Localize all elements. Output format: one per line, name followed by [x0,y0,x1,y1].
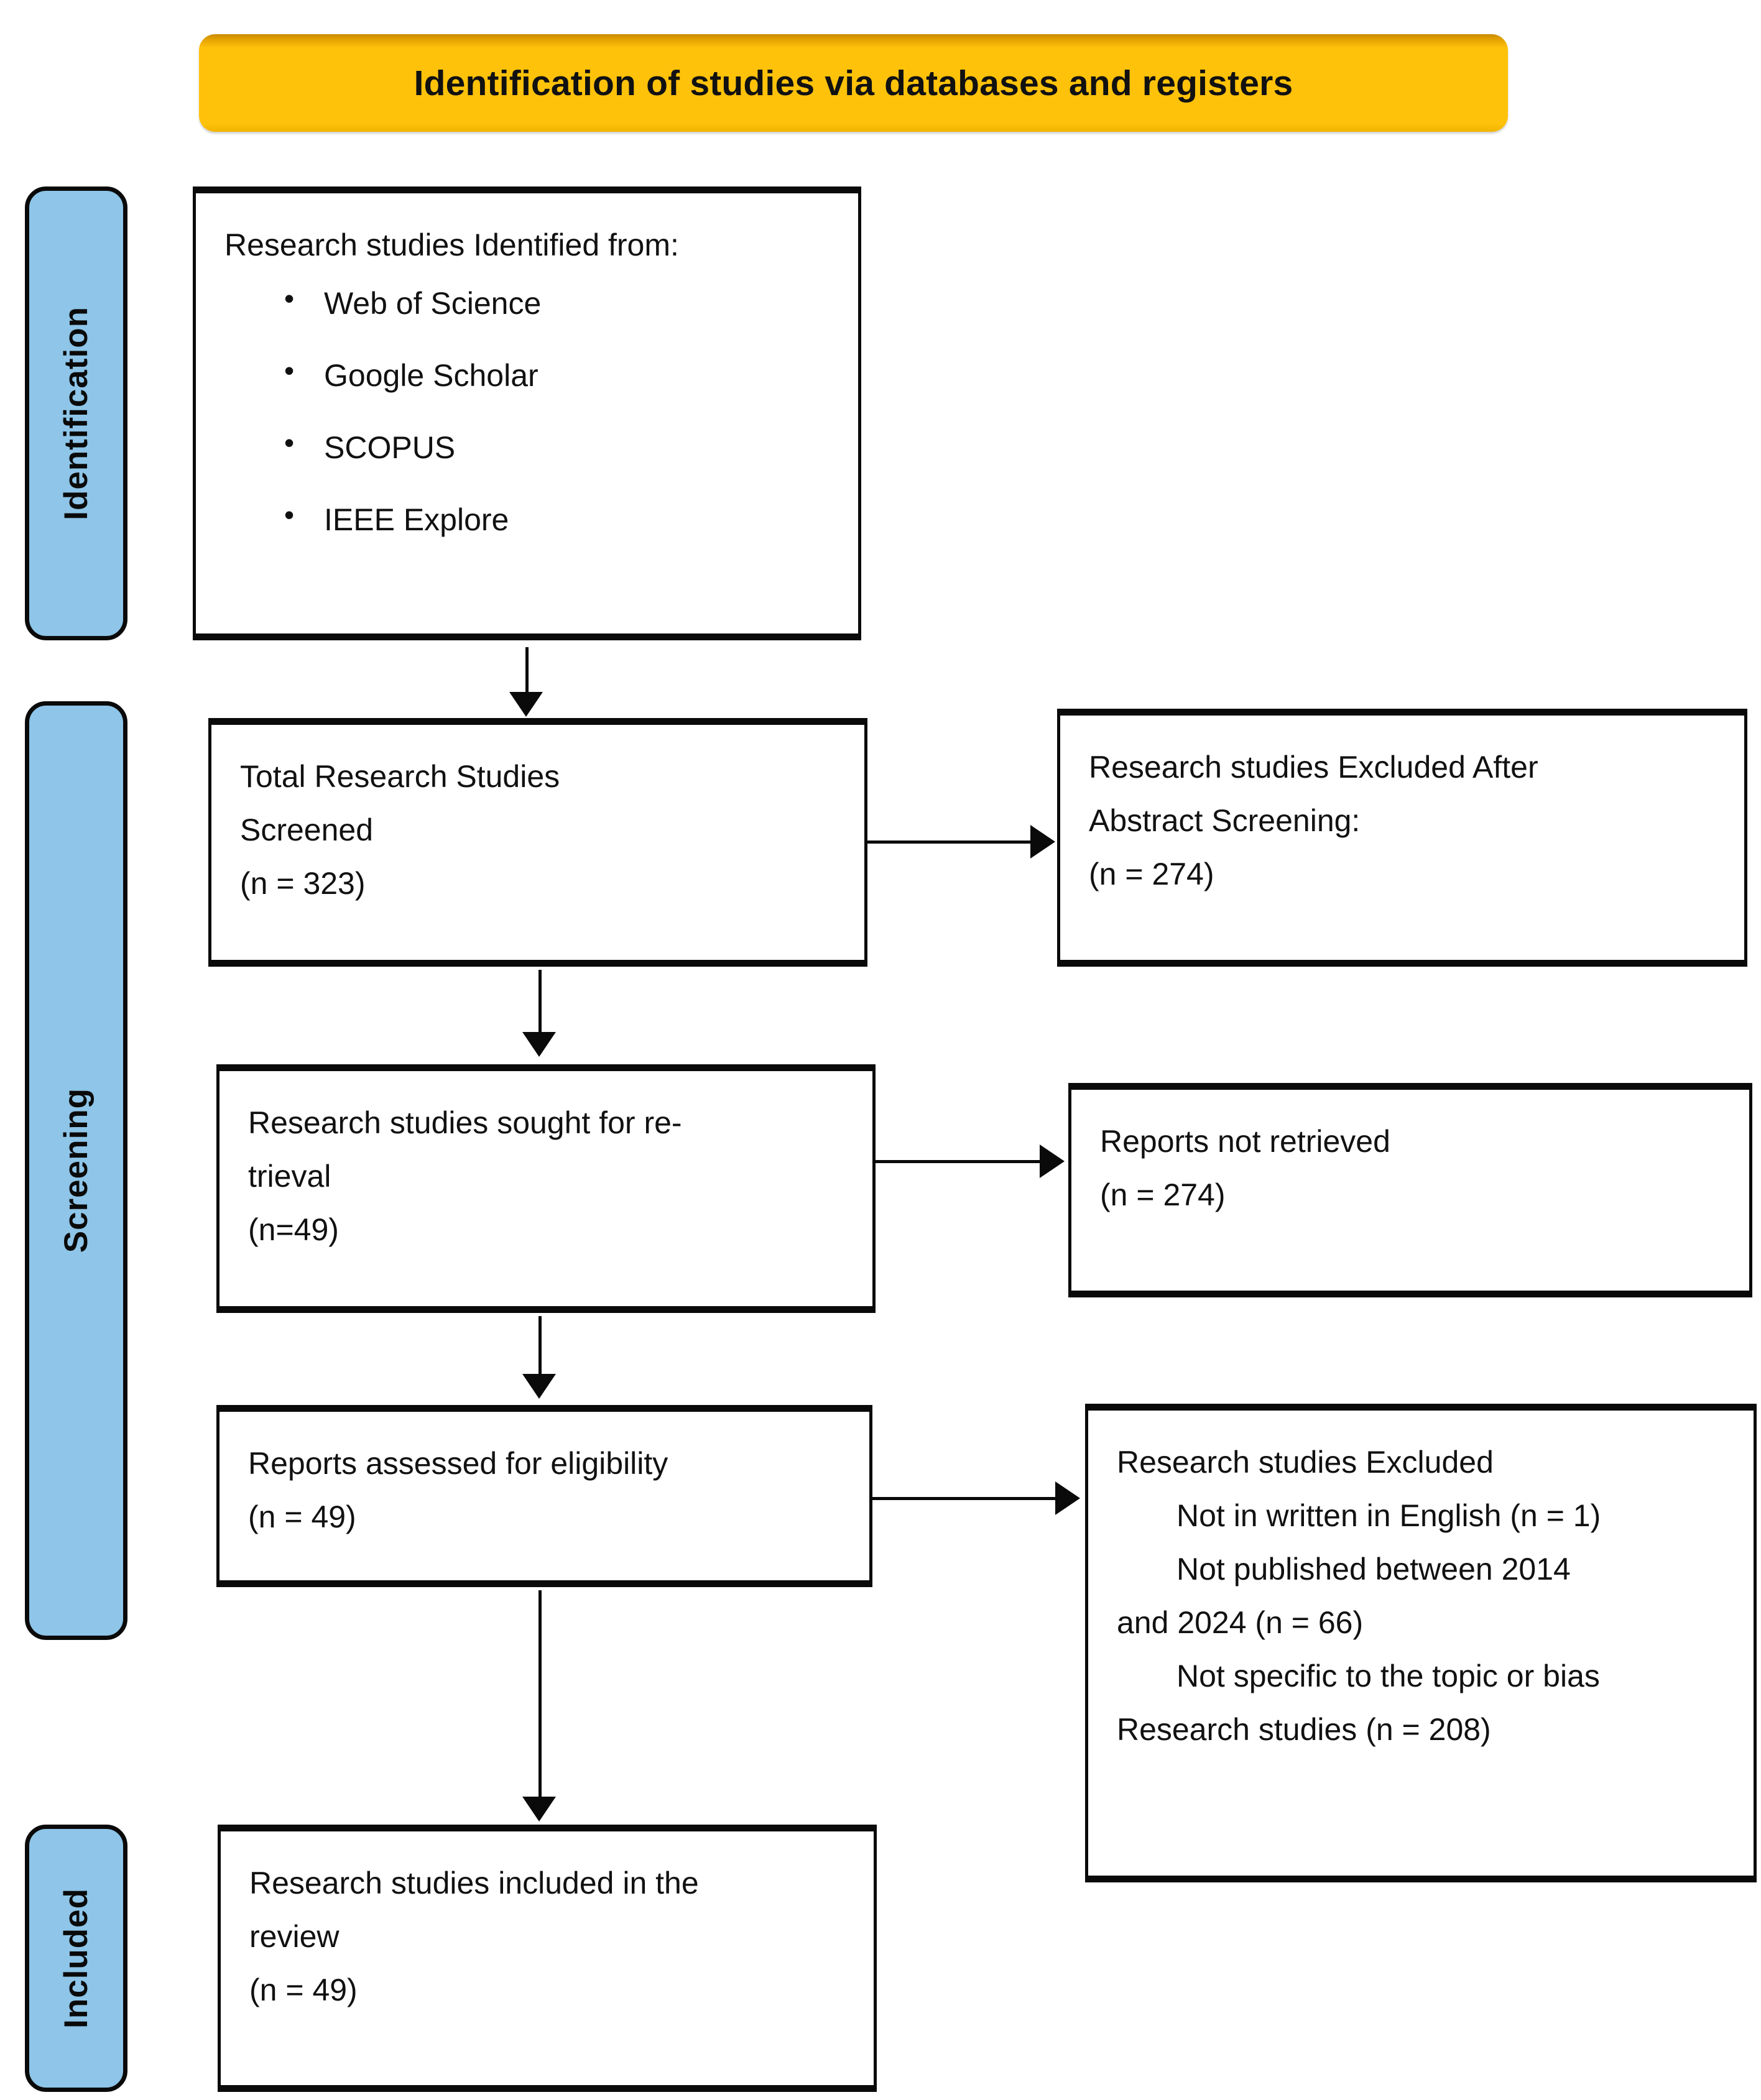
sought-line-2: trieval [248,1159,331,1194]
list-item: IEEE Explore [224,500,830,535]
excluded-abstract-line-2: Abstract Screening: [1089,803,1361,838]
box-total-studies-screened: Total Research Studies Screened (n = 323… [208,718,867,967]
list-item: SCOPUS [224,428,830,463]
diagram-title-banner: Identification of studies via databases … [199,34,1508,132]
box-studies-sought-for-retrieval: Research studies sought for re- trieval … [216,1064,876,1313]
phase-label-included-text: Included [58,1888,95,2029]
box-studies-identified-from: Research studies Identified from: Web of… [193,187,861,640]
phase-label-screening-text: Screening [58,1088,95,1253]
sources-heading: Research studies Identified from: [224,228,679,262]
sought-count: (n=49) [248,1212,339,1247]
screened-count: (n = 323) [240,866,366,901]
box-research-studies-excluded-reasons: Research studies Excluded Not in written… [1085,1404,1757,1882]
excluded-reason-not-published-line-2: and 2024 (n = 66) [1117,1605,1364,1640]
excluded-reason-not-specific-line-2: Research studies (n = 208) [1117,1712,1491,1747]
included-line-2: review [249,1919,340,1954]
box-reports-assessed-for-eligibility: Reports assessed for eligibility (n = 49… [216,1405,872,1587]
screened-line-2: Screened [240,813,374,847]
eligibility-count: (n = 49) [248,1499,356,1534]
excluded-abstract-line-1: Research studies Excluded After [1089,750,1538,785]
included-line-1: Research studies included in the [249,1866,699,1900]
phase-label-screening: Screening [25,701,127,1640]
excluded-reason-not-specific-line-1: Not specific to the topic or bias [1176,1659,1600,1693]
not-retrieved-count: (n = 274) [1100,1177,1226,1212]
excluded-reasons-heading: Research studies Excluded [1117,1445,1494,1480]
screened-line-1: Total Research Studies [240,759,560,794]
excluded-reason-not-english: Not in written in English (n = 1) [1176,1498,1601,1533]
diagram-title: Identification of studies via databases … [414,63,1293,103]
not-retrieved-line-1: Reports not retrieved [1100,1124,1390,1159]
sources-list: Web of Science Google Scholar SCOPUS IEE… [224,284,830,535]
excluded-reason-not-published-line-1: Not published between 2014 [1176,1552,1571,1587]
list-item: Web of Science [224,284,830,319]
included-count: (n = 49) [249,1973,358,2007]
phase-label-identification: Identification [25,187,127,640]
phase-label-included: Included [25,1825,127,2092]
excluded-abstract-count: (n = 274) [1089,857,1214,891]
list-item: Google Scholar [224,356,830,391]
box-reports-not-retrieved: Reports not retrieved (n = 274) [1068,1083,1752,1297]
phase-label-identification-text: Identification [58,306,95,520]
sought-line-1: Research studies sought for re- [248,1105,682,1140]
box-studies-included-in-review: Research studies included in the review … [218,1825,877,2092]
eligibility-line-1: Reports assessed for eligibility [248,1446,668,1481]
box-excluded-after-abstract-screening: Research studies Excluded After Abstract… [1057,709,1747,967]
